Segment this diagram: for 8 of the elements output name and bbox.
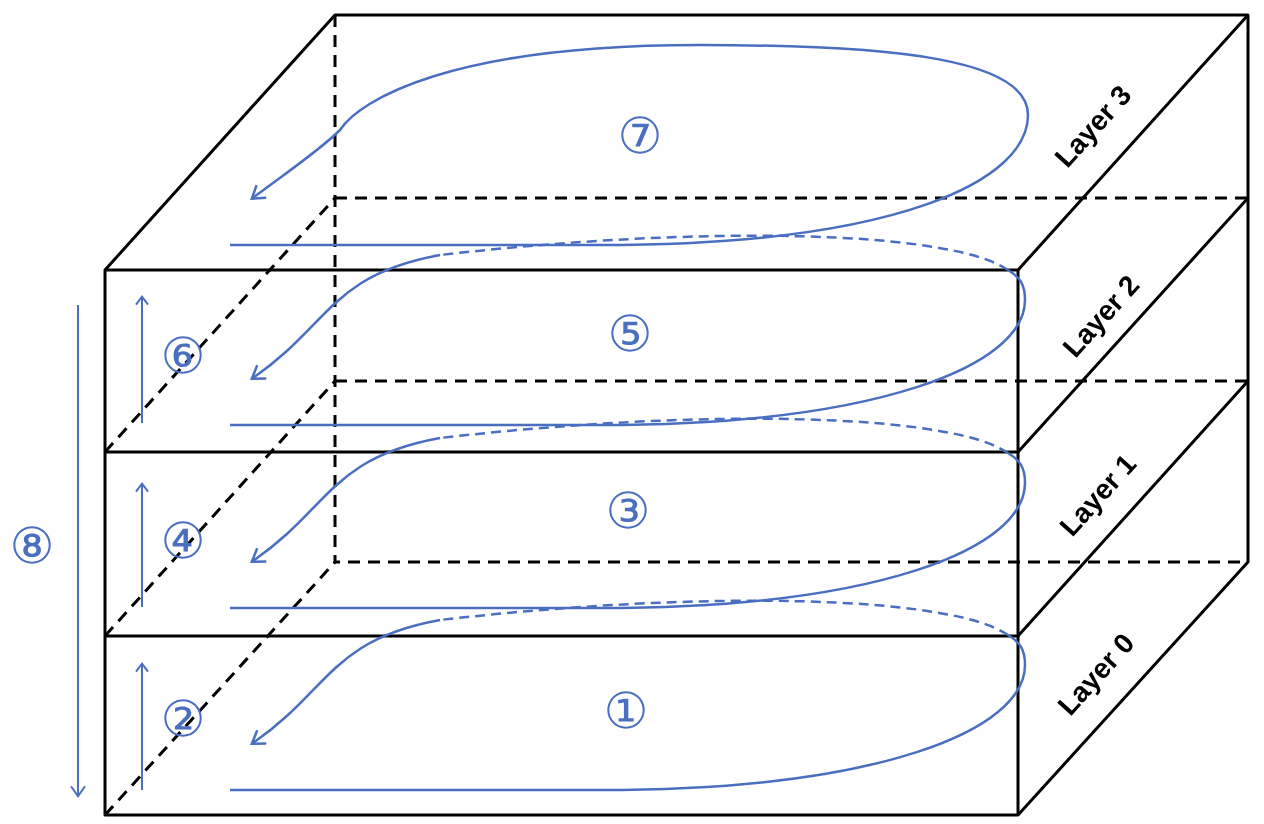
step-number: ③ — [609, 491, 647, 529]
step-number: ⑤ — [611, 314, 649, 352]
step-number: ① — [607, 691, 645, 729]
step-number: ② — [164, 699, 202, 737]
step-number: ⑥ — [164, 336, 202, 374]
step-number: ⑦ — [621, 116, 659, 154]
step-number: ⑧ — [13, 526, 51, 564]
step-number: ④ — [164, 521, 202, 559]
